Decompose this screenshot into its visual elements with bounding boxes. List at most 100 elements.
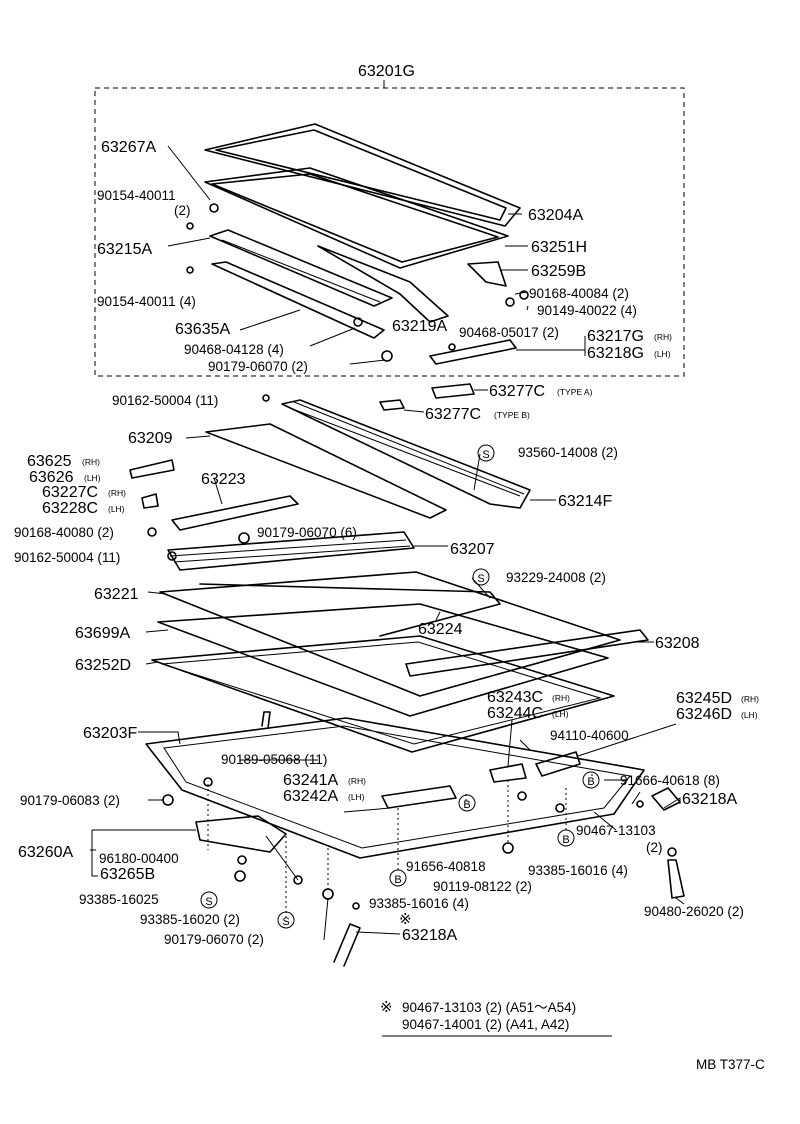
- part-label: 90480-26020 (2): [644, 904, 744, 919]
- part-label: 90468-05017 (2): [459, 325, 559, 340]
- part-side: (LH): [741, 710, 758, 720]
- note-marker: ※: [399, 911, 412, 928]
- part-side: (LH): [654, 349, 671, 359]
- part-label: 90179-06070 (6): [257, 525, 357, 540]
- part-qty: (2): [646, 840, 663, 855]
- part-label: 63243C: [487, 689, 543, 706]
- part-label: 93385-16020 (2): [140, 912, 240, 927]
- s-marker: S: [200, 891, 218, 909]
- cable-frame: [205, 423, 447, 519]
- part-label: 90154-40011: [97, 188, 176, 203]
- svg-text:B: B: [562, 834, 569, 846]
- symbol-markers: S S S S B B B B ※: [200, 444, 600, 929]
- part-label: 93560-14008 (2): [518, 445, 618, 460]
- sunshade-frame: [159, 571, 621, 697]
- part-label: 90179-06070 (2): [164, 932, 264, 947]
- part-label: 90179-06083 (2): [20, 793, 120, 808]
- part-label: 90179-06070 (2): [208, 359, 308, 374]
- part-label: 63224: [418, 621, 463, 638]
- part-side: (RH): [552, 693, 570, 703]
- support-bar: [317, 245, 449, 323]
- sunroof-glass-assembly-group: 63201G: [94, 63, 685, 377]
- part-type: (TYPE A): [557, 387, 593, 397]
- b-marker: B: [389, 869, 407, 887]
- part-label: 63259B: [531, 263, 586, 280]
- part-label: 63217G: [587, 328, 644, 345]
- part-label: 63207: [450, 541, 495, 558]
- part-label: 63219A: [392, 318, 447, 335]
- part-label: 93385-16025: [79, 892, 159, 907]
- part-label: 63204A: [528, 207, 583, 224]
- part-label: 63221: [94, 586, 139, 603]
- part-label: 90168-40080 (2): [14, 525, 114, 540]
- drain-hose-lh: [333, 923, 361, 967]
- footnote-line-1: 90467-13103 (2) (A51～A54): [402, 1000, 576, 1015]
- part-label: 63218G: [587, 345, 644, 362]
- part-label: 63241A: [283, 772, 338, 789]
- part-label: 90162-50004 (11): [14, 550, 120, 565]
- drawing-code: MB T377-C: [696, 1057, 765, 1072]
- part-label: 93229-24008 (2): [506, 570, 606, 585]
- part-label: 63214F: [558, 493, 612, 510]
- drive-motor: [195, 815, 287, 853]
- part-label: 90168-40084 (2): [529, 286, 629, 301]
- part-label: 63227C: [42, 484, 98, 501]
- part-side: (LH): [552, 709, 569, 719]
- footnote: ※ 90467-13103 (2) (A51～A54) 90467-14001 …: [380, 999, 612, 1037]
- weatherstrip: [204, 167, 509, 269]
- svg-text:S: S: [205, 896, 212, 908]
- part-type: (TYPE B): [494, 410, 530, 420]
- s-marker: S: [477, 444, 495, 462]
- part-qty: (2): [174, 203, 191, 218]
- part-side: (RH): [741, 694, 759, 704]
- part-label: 90149-40022 (4): [537, 303, 637, 318]
- part-label: 63252D: [75, 657, 131, 674]
- svg-text:S: S: [282, 916, 289, 928]
- motor-bracket: [171, 495, 299, 531]
- part-side: (LH): [84, 473, 101, 483]
- part-side: (LH): [108, 504, 125, 514]
- part-label: 63245D: [676, 690, 732, 707]
- part-label: 93385-16016 (4): [369, 896, 469, 911]
- part-label: 63265B: [100, 866, 155, 883]
- part-label: 96180-00400: [99, 851, 179, 866]
- bracket: [467, 261, 507, 287]
- part-label: 63223: [201, 471, 246, 488]
- svg-text:S: S: [477, 573, 484, 585]
- part-label: 91666-40618 (8): [620, 773, 720, 788]
- part-label: 63260A: [18, 844, 73, 861]
- part-label: 63208: [655, 635, 700, 652]
- side-rail: [429, 339, 517, 365]
- part-label: 90162-50004 (11): [112, 393, 218, 408]
- part-label: 90468-04128 (4): [184, 342, 284, 357]
- part-label: 63203F: [83, 725, 137, 742]
- b-marker: B: [582, 771, 600, 789]
- part-label: 63699A: [75, 625, 130, 642]
- part-label: 90189-05068 (11): [221, 752, 327, 767]
- part-label: 63251H: [531, 239, 587, 256]
- b-marker: B: [458, 794, 476, 812]
- part-label: 63635A: [175, 321, 230, 338]
- svg-text:B: B: [587, 776, 594, 788]
- part-label: 63218A: [682, 791, 737, 808]
- part-label: 90154-40011 (4): [97, 294, 196, 309]
- s-marker: S: [472, 568, 490, 586]
- part-label: 63625: [27, 453, 72, 470]
- cable-guide: [167, 531, 415, 571]
- note-marker: ※: [380, 999, 393, 1016]
- part-side: (RH): [108, 488, 126, 498]
- footnote-line-2: 90467-14001 (2) (A41, A42): [402, 1017, 569, 1032]
- part-label: 63277C: [425, 406, 481, 423]
- svg-text:S: S: [482, 449, 489, 461]
- deflector-bar: [211, 261, 385, 339]
- part-label: 90467-13103: [576, 823, 656, 838]
- part-label: 63209: [128, 430, 173, 447]
- part-label: 90119-08122 (2): [433, 879, 532, 894]
- part-label: 94110-40600: [550, 728, 629, 743]
- svg-text:B: B: [463, 799, 470, 811]
- part-side: (LH): [348, 792, 365, 802]
- part-label: 63228C: [42, 500, 98, 517]
- part-side: (RH): [82, 457, 100, 467]
- b-marker: B: [557, 829, 575, 847]
